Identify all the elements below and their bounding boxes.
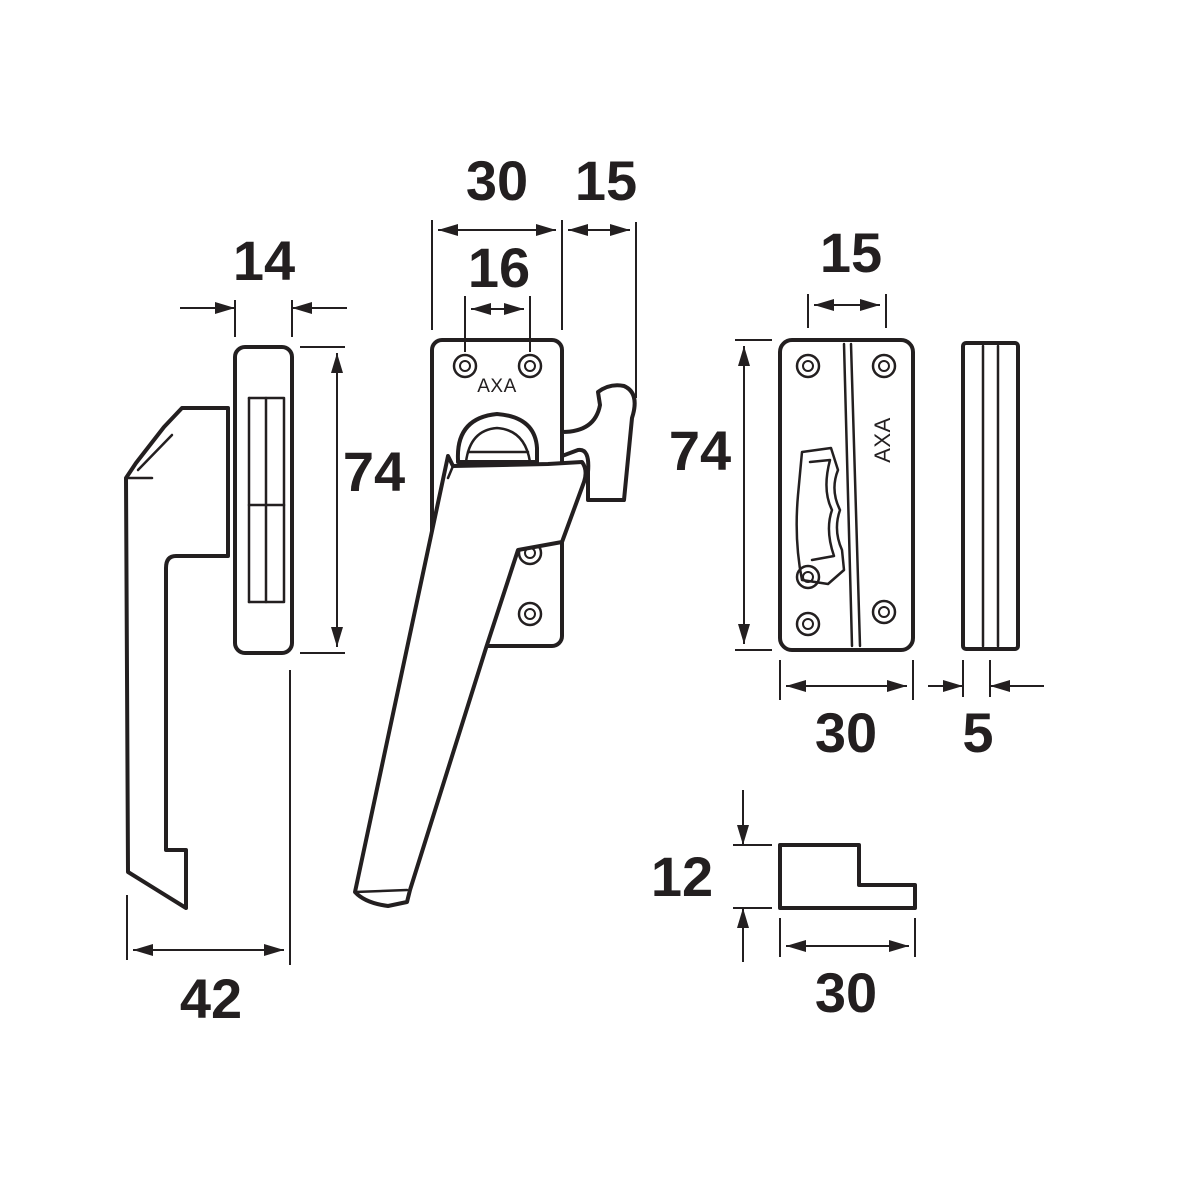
dimension-strike-thickness: 5 xyxy=(928,660,1044,764)
dim-label: 42 xyxy=(180,967,242,1030)
dim-label: 74 xyxy=(343,440,405,503)
dim-label: 12 xyxy=(651,845,713,908)
screw-hole xyxy=(795,353,821,379)
screw-hole xyxy=(795,611,821,637)
spacer-block xyxy=(778,843,917,910)
dimension-handle-side-height: 74 xyxy=(300,346,405,654)
dimension-handle-front-hook: 15 xyxy=(568,149,637,398)
screw-hole xyxy=(517,601,543,627)
screw-hole xyxy=(452,353,478,379)
dim-label: 30 xyxy=(466,149,528,212)
dim-label: 30 xyxy=(815,961,877,1024)
brand-logo: AXA xyxy=(870,417,895,463)
brand-logo: AXA xyxy=(477,376,517,397)
dim-label: 15 xyxy=(575,149,637,212)
dimension-handle-side-depth: 42 xyxy=(126,670,291,1030)
dimension-spacer-height: 12 xyxy=(651,790,772,962)
dimension-strike-hole-spacing: 15 xyxy=(807,221,887,328)
handle-front-view: AXA xyxy=(353,338,637,908)
dim-label: 16 xyxy=(468,236,530,299)
dim-label: 14 xyxy=(233,229,295,292)
dim-label: 5 xyxy=(962,701,993,764)
strike-plate-front-view: AXA xyxy=(778,338,915,652)
screw-hole xyxy=(871,353,897,379)
dimension-strike-height: 74 xyxy=(669,339,772,651)
screw-hole xyxy=(871,599,897,625)
handle-side-view xyxy=(124,345,294,910)
screw-hole xyxy=(517,353,543,379)
dim-label: 15 xyxy=(820,221,882,284)
dimension-handle-side-width: 14 xyxy=(180,229,347,337)
dimension-strike-width: 30 xyxy=(779,660,914,764)
dimension-handle-front-width: 30 xyxy=(431,149,563,330)
dimension-handle-hole-spacing: 16 xyxy=(464,236,531,352)
strike-plate-side-view xyxy=(961,341,1020,651)
dimension-spacer-width: 30 xyxy=(779,918,916,1024)
dim-label: 30 xyxy=(815,701,877,764)
dim-label: 74 xyxy=(669,419,731,482)
